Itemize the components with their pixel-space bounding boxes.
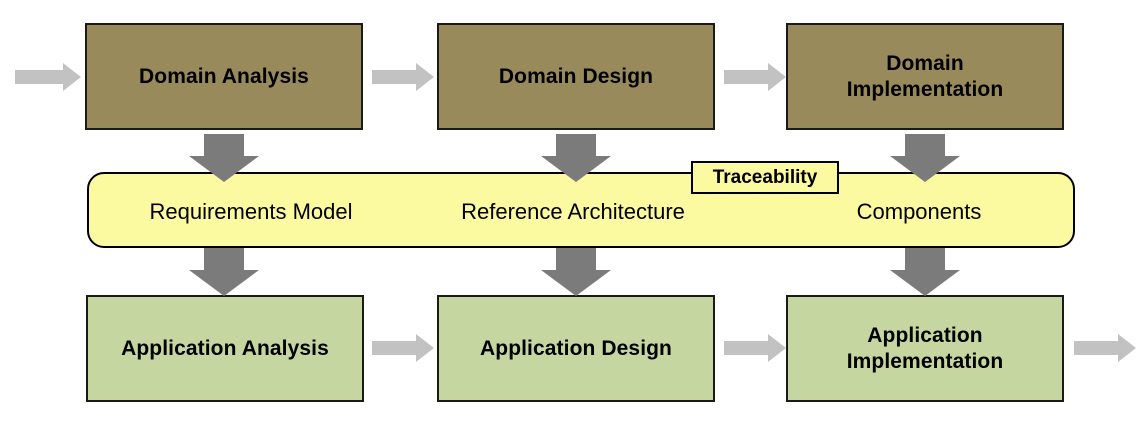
domain-design-box[interactable]: Domain Design (437, 23, 715, 130)
application-design-box[interactable]: Application Design (437, 295, 715, 402)
inbound-arrow-domain (15, 63, 81, 91)
application-analysis-label: Application Analysis (121, 336, 329, 360)
domain-implementation-label: Domain Implementation (846, 51, 1004, 101)
arrow-head (416, 334, 434, 362)
arrow-head (541, 270, 611, 296)
application-implementation-box[interactable]: Application Implementation (786, 295, 1064, 402)
arrow-application-design-to-implementation (724, 334, 786, 362)
arrow-domain-implementation-to-components (890, 134, 960, 182)
application-design-label: Application Design (480, 336, 672, 360)
traceability-label-box[interactable]: Traceability (691, 161, 839, 194)
arrow-components-to-application-implementation (890, 248, 960, 296)
arrow-head (416, 63, 434, 91)
arrow-head (890, 270, 960, 296)
arrow-head (541, 156, 611, 182)
asset-components: Components (779, 174, 1059, 250)
traceability-label: Traceability (712, 166, 818, 188)
arrow-head (768, 334, 786, 362)
outbound-arrow-application (1074, 334, 1136, 362)
domain-analysis-box[interactable]: Domain Analysis (85, 23, 363, 130)
arrow-requirements-model-to-application-analysis (189, 248, 259, 296)
application-analysis-box[interactable]: Application Analysis (86, 295, 364, 402)
asset-requirements-model: Requirements Model (111, 174, 391, 250)
domain-implementation-box[interactable]: Domain Implementation (786, 23, 1064, 130)
arrow-domain-design-to-reference-architecture (541, 134, 611, 182)
asset-requirements-model-label: Requirements Model (149, 199, 353, 224)
arrow-domain-analysis-to-design (372, 63, 434, 91)
arrow-head (63, 63, 81, 91)
arrow-domain-design-to-implementation (724, 63, 786, 91)
domain-analysis-label: Domain Analysis (139, 64, 309, 88)
core-asset-band[interactable]: Requirements Model Reference Architectur… (87, 172, 1075, 248)
arrow-shaft (15, 70, 63, 84)
arrow-reference-architecture-to-application-design (541, 248, 611, 296)
arrow-shaft (372, 70, 417, 84)
arrow-shaft (724, 70, 769, 84)
asset-components-label: Components (856, 199, 982, 224)
arrow-head (1118, 334, 1136, 362)
arrow-head (890, 156, 960, 182)
arrow-application-analysis-to-design (372, 334, 434, 362)
arrow-shaft (372, 341, 417, 355)
application-implementation-label: Application Implementation (846, 323, 1004, 373)
arrow-domain-analysis-to-requirements-model (189, 134, 259, 182)
arrow-head (189, 156, 259, 182)
asset-reference-architecture-label: Reference Architecture (461, 199, 685, 224)
arrow-shaft (1074, 341, 1119, 355)
arrow-head (768, 63, 786, 91)
arrow-shaft (724, 341, 769, 355)
asset-reference-architecture: Reference Architecture (433, 174, 713, 250)
domain-design-label: Domain Design (498, 64, 654, 88)
arrow-head (189, 270, 259, 296)
